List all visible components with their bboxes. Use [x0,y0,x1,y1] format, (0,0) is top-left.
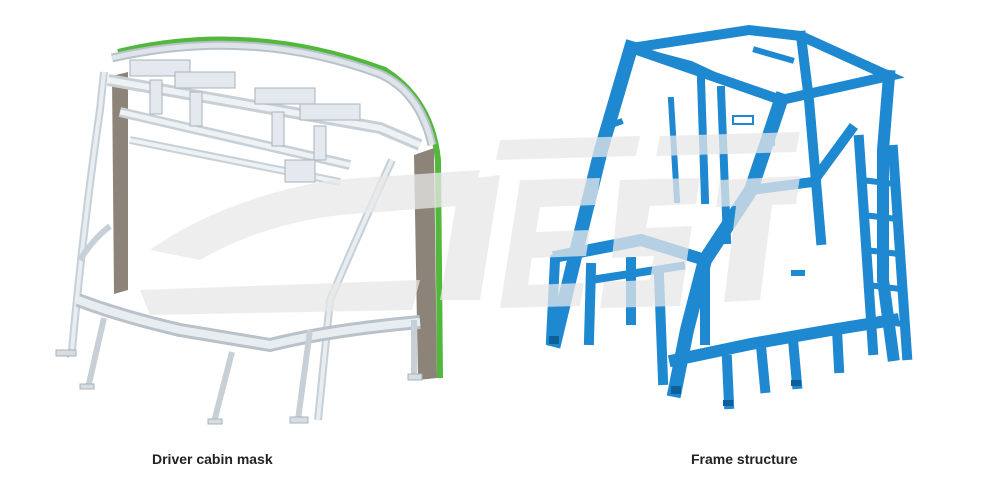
figure-caption: Frame structure [691,451,798,467]
figure-caption: Driver cabin mask [152,451,273,467]
figure-frame-structure: Frame structure [491,0,982,495]
figure-driver-cabin-mask: Driver cabin mask [55,36,443,467]
driver-cabin-mask-render [55,36,443,425]
frame-structure-render [545,24,913,410]
